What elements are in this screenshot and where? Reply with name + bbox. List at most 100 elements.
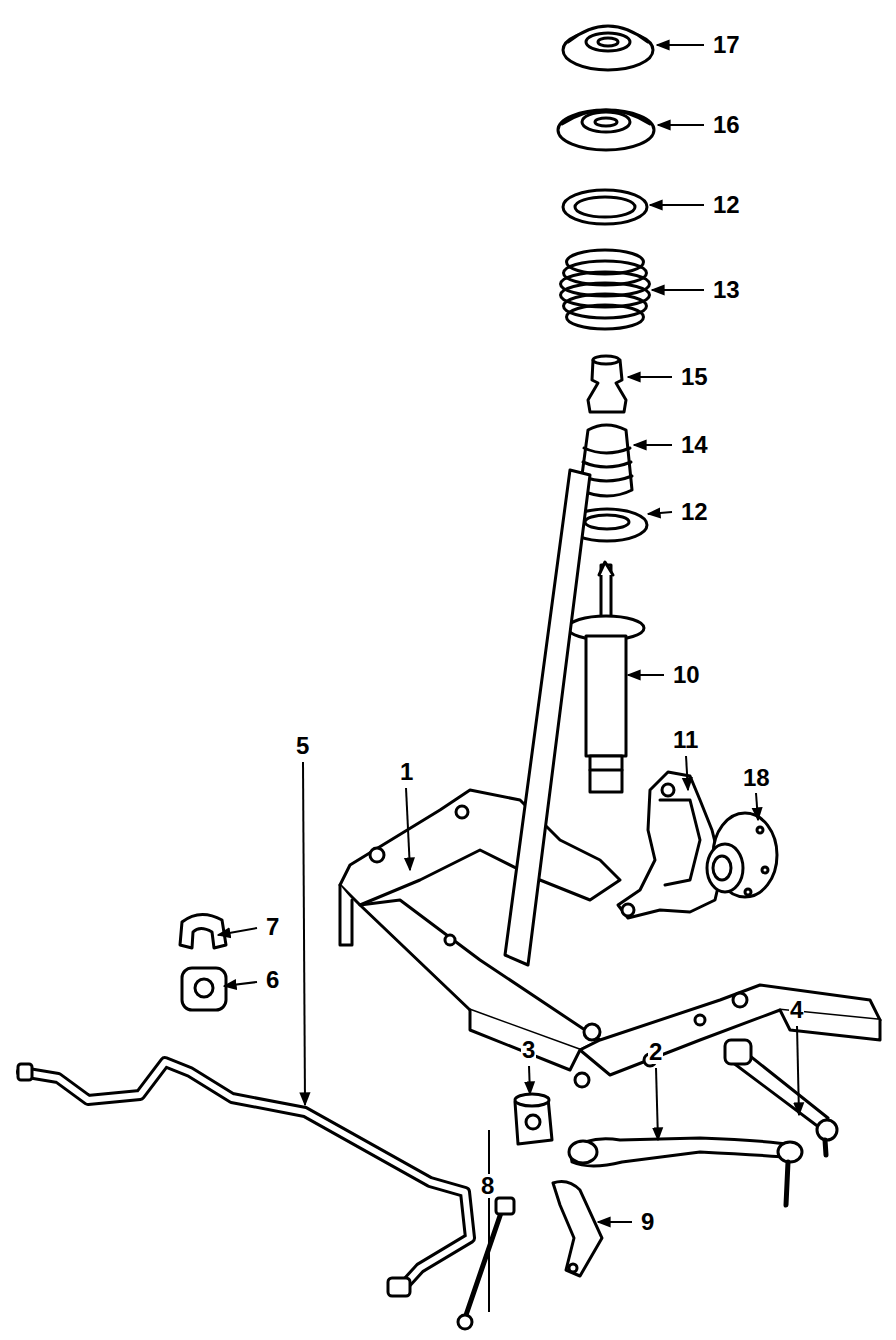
subframe: [340, 790, 620, 905]
leader-lines: [648, 512, 672, 514]
callout-number: 9: [640, 1210, 655, 1234]
control-arm-bushing: [515, 1094, 552, 1144]
callout-number: 12: [680, 500, 709, 524]
tension-strut: [725, 1040, 751, 1064]
spring-seat: [563, 190, 647, 224]
control-arm: [778, 1142, 802, 1162]
mount-bearing: [558, 110, 654, 150]
leader-lines: [756, 793, 758, 820]
stabilizer-bushing: [182, 968, 226, 1010]
tension-strut: [825, 1140, 826, 1155]
callout-number: 8: [480, 1174, 495, 1198]
callout-number: 13: [712, 278, 741, 302]
subframe: [733, 993, 747, 1007]
steering-knuckle: [662, 784, 674, 796]
mount-bearing: [558, 110, 654, 150]
strut-assembly: [568, 562, 644, 792]
leader-lines: [656, 1068, 658, 1140]
mount-bearing: [582, 112, 630, 132]
callout-number: 7: [265, 915, 280, 939]
leader-lines: [657, 44, 704, 46]
callout-number: 15: [680, 365, 709, 389]
callout-number: 1: [399, 760, 414, 784]
subframe: [370, 848, 384, 862]
control-arm: [569, 1141, 597, 1163]
wheel-hub: [762, 867, 768, 873]
strut-assembly: [586, 636, 626, 756]
strut-assembly: [590, 769, 622, 772]
callout-number: 5: [295, 734, 310, 758]
leader-lines: [218, 45, 799, 1312]
leader-lines: [303, 762, 305, 1105]
stabilizer-bar: [388, 1278, 410, 1296]
subframe: [695, 1015, 705, 1025]
subframe: [456, 806, 468, 818]
stabilizer-bushing: [182, 968, 226, 1010]
subframe: [580, 985, 880, 1075]
stabilizer-bar: [18, 1064, 32, 1080]
strut-mount: [563, 26, 653, 70]
callout-number: 12: [712, 193, 741, 217]
stabilizer-link: [458, 1315, 472, 1329]
leader-lines: [797, 1026, 799, 1115]
stabilizer-bar: [22, 1062, 470, 1290]
bump-stop: [593, 356, 619, 364]
wheel-hub: [713, 856, 731, 880]
subframe: [470, 1010, 580, 1070]
stabilizer-link: [496, 1198, 514, 1214]
leader-lines: [529, 1066, 530, 1094]
stabilizer-bracket: [180, 914, 226, 948]
control-arm: [569, 1138, 802, 1205]
leader-lines: [406, 788, 410, 870]
coil-spring: [561, 250, 650, 329]
callout-number: 4: [789, 998, 804, 1022]
leader-lines: [686, 756, 688, 790]
arm-bracket: [553, 1182, 602, 1276]
stabilizer-link: [458, 1198, 514, 1329]
subframe: [575, 1073, 589, 1087]
tension-strut: [817, 1120, 837, 1140]
callout-number: 2: [648, 1040, 663, 1064]
leader-lines: [218, 928, 257, 935]
stabilizer-bar: [18, 1062, 470, 1296]
wheel-hub: [757, 827, 763, 833]
leader-lines: [634, 444, 672, 446]
control-arm-bushing: [515, 1094, 549, 1106]
subframe: [340, 470, 880, 1087]
subframe: [340, 885, 352, 945]
leader-lines: [224, 982, 257, 986]
callout-number: 18: [742, 766, 771, 790]
callout-number: 3: [521, 1038, 536, 1062]
control-arm-bushing: [526, 1115, 540, 1129]
bump-stop: [588, 360, 626, 412]
stabilizer-bar: [22, 1062, 470, 1290]
leader-lines: [652, 289, 704, 291]
stabilizer-bracket: [180, 914, 226, 948]
stabilizer-link: [465, 1210, 502, 1318]
subframe: [584, 1024, 600, 1040]
wheel-hub: [745, 889, 751, 895]
subframe: [445, 935, 455, 945]
strut-assembly: [590, 756, 622, 792]
leader-lines: [650, 204, 704, 206]
leader-lines: [628, 674, 664, 676]
coil-spring: [567, 305, 644, 329]
steering-knuckle: [622, 904, 634, 916]
arm-bracket: [553, 1182, 602, 1276]
leader-lines: [488, 1130, 490, 1312]
tension-strut: [725, 1040, 837, 1155]
strut-mount: [598, 38, 618, 46]
callout-number: 17: [712, 33, 741, 57]
callout-number: 16: [712, 113, 741, 137]
leader-lines: [658, 124, 704, 126]
strut-mount: [586, 33, 630, 51]
arm-bracket: [569, 1264, 577, 1272]
steering-knuckle: [618, 772, 722, 918]
leader-lines: [598, 1221, 632, 1223]
leader-lines: [628, 376, 672, 378]
spring-seat: [575, 197, 635, 217]
mount-bearing: [595, 118, 617, 126]
strut-assembly: [599, 562, 613, 575]
